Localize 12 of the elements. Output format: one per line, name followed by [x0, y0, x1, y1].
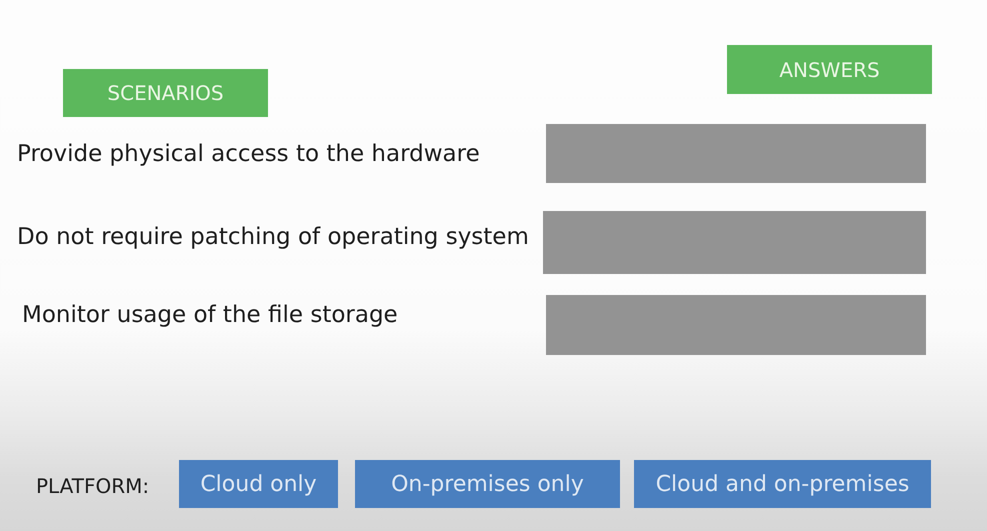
section-header: ANSWERS: [727, 45, 932, 94]
scenario-text: Do not require patching of operating system: [17, 224, 529, 252]
answer-box: [546, 295, 926, 355]
option-button: On-premises only: [355, 460, 620, 508]
section-header: SCENARIOS: [63, 69, 268, 117]
scenario-text: Provide physical access to the hardware: [17, 141, 480, 169]
option-button: Cloud and on-premises: [634, 460, 931, 508]
scenario-text: Monitor usage of the file storage: [22, 302, 398, 330]
answer-box: [546, 124, 926, 183]
answer-box: [543, 211, 926, 274]
platform-label: PLATFORM:: [36, 474, 150, 498]
option-button: Cloud only: [179, 460, 338, 508]
